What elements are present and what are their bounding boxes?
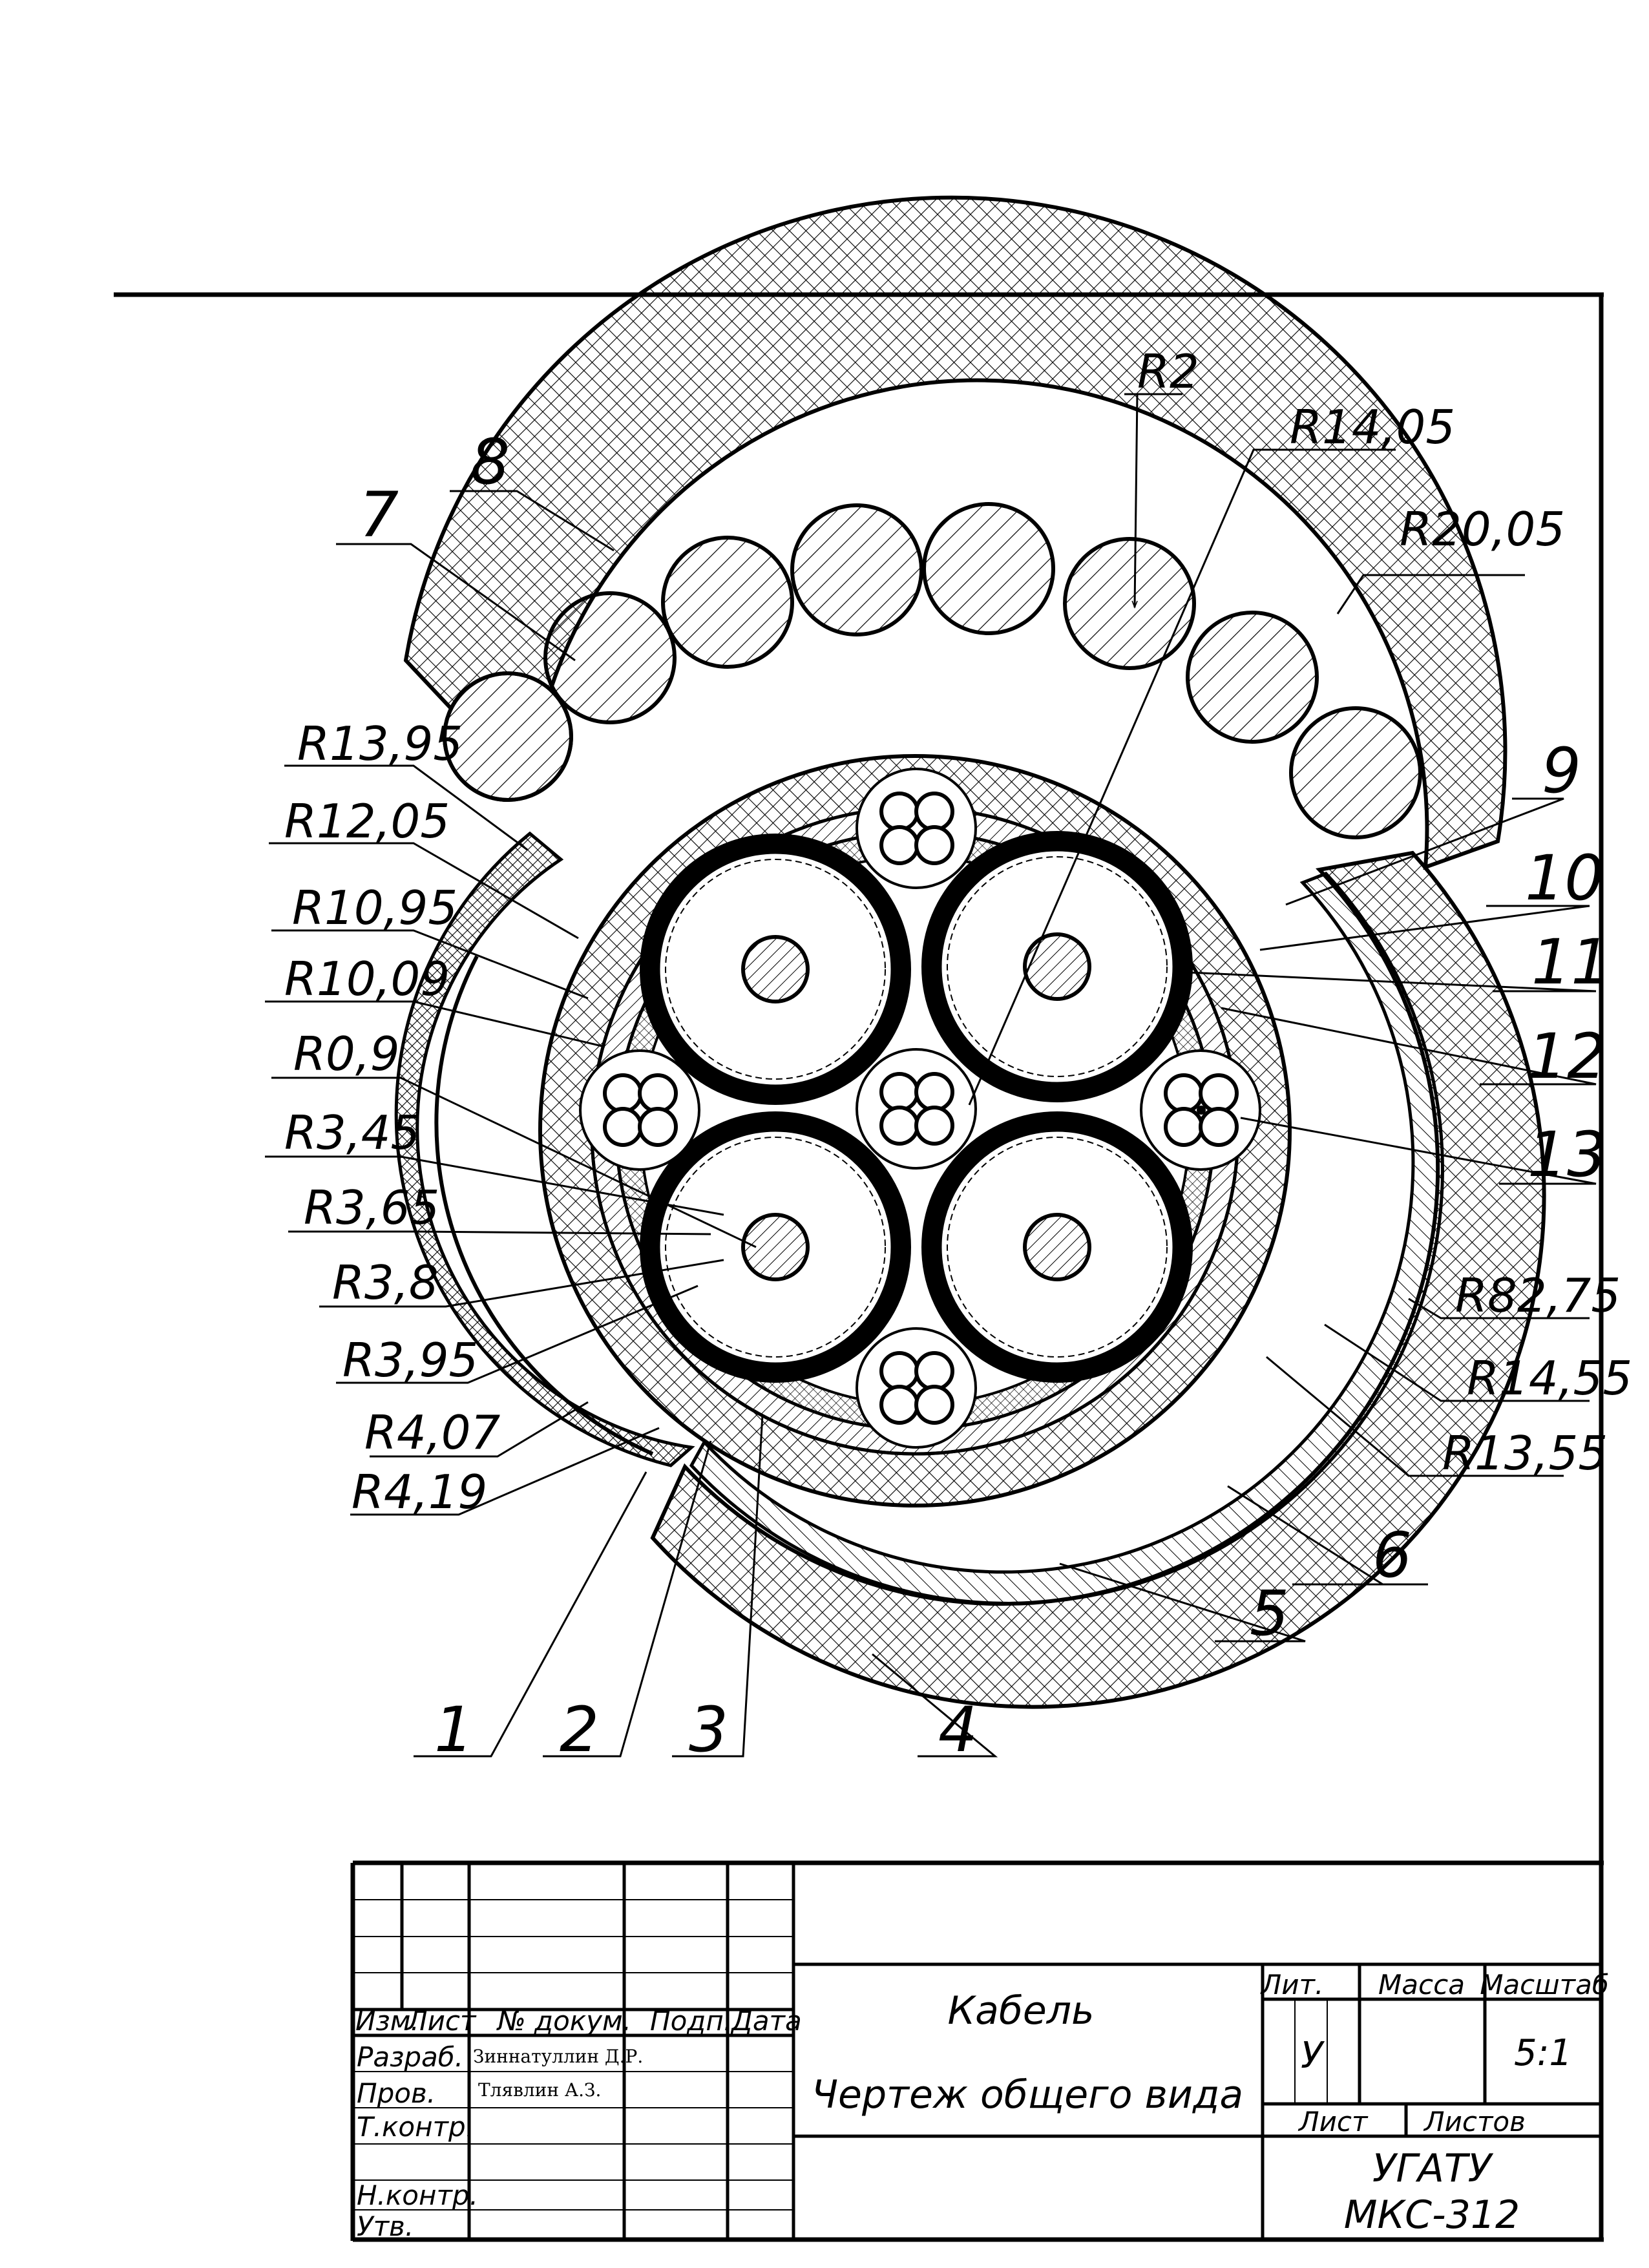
radius-r3-65: R3,65 <box>304 1181 439 1235</box>
title-block: Изм. Лист № докум. Подп. Дата Разраб. Пр… <box>353 1863 1609 2242</box>
signal-bundles <box>579 768 1261 1449</box>
role-nkontr: Н.контр. <box>357 2179 478 2211</box>
callout-10: 10 <box>1525 842 1604 914</box>
callout-11: 11 <box>1531 926 1610 998</box>
title-block-grid <box>353 1863 1601 2240</box>
massa-label: Масса <box>1378 1969 1465 2000</box>
callout-2: 2 <box>560 1694 599 1766</box>
radius-r14-05: R14,05 <box>1290 400 1455 454</box>
radius-r4-07: R4,07 <box>364 1405 501 1460</box>
power-cores <box>640 831 1193 1383</box>
radius-r3-45: R3,45 <box>284 1106 420 1160</box>
bundle-left <box>579 1049 700 1171</box>
left-dense-sheath <box>394 831 695 1467</box>
callout-13: 13 <box>1528 1118 1606 1191</box>
drawing-title: Кабель <box>948 1988 1095 2033</box>
armour-wires <box>443 502 1422 839</box>
callout-6: 6 <box>1372 1519 1412 1591</box>
role-utv: Утв. <box>357 2210 414 2242</box>
radius-r12-05: R12,05 <box>284 794 450 848</box>
core-bottom-right <box>921 1111 1193 1383</box>
name-razrab: Зиннатуллин Д.Р. <box>473 2046 643 2067</box>
cable-cross-section <box>394 195 1546 1709</box>
masshtab-label: Масштаб <box>1480 1969 1609 2000</box>
bundle-right <box>1140 1049 1261 1171</box>
role-razrab: Разраб. <box>357 2041 463 2073</box>
core-top-right <box>921 831 1193 1102</box>
radius-r2: R2 <box>1137 344 1199 399</box>
radius-r10-95: R10,95 <box>292 881 457 935</box>
header-doc: № докум. <box>496 2005 631 2037</box>
callout-9: 9 <box>1542 735 1581 807</box>
callout-numbers: 1 2 3 4 5 6 7 8 9 10 11 12 13 <box>359 426 1610 1766</box>
radius-r14-55: R14,55 <box>1467 1351 1632 1405</box>
callout-4: 4 <box>938 1694 978 1766</box>
header-data: Дата <box>730 2005 802 2037</box>
radius-r10-09: R10,09 <box>284 952 450 1006</box>
radius-labels: R2 R14,05 R20,05 R13,95 R12,05 R10,95 R1… <box>284 344 1632 1519</box>
radius-r13-95: R13,95 <box>297 717 463 771</box>
sheets-label: Листов <box>1423 2106 1526 2137</box>
callout-1: 1 <box>434 1694 474 1766</box>
radius-r0-9: R0,9 <box>293 1027 400 1081</box>
group-code: МКС-312 <box>1344 2192 1520 2238</box>
tape-layer-5 <box>689 872 1444 1605</box>
bundle-top <box>856 768 977 889</box>
radius-r82-75: R82,75 <box>1455 1268 1621 1323</box>
bundle-center <box>856 1048 977 1170</box>
lit-label: Лит. <box>1260 1969 1324 2000</box>
name-prov: Тлявлин А.З. <box>478 2079 601 2101</box>
drawing-subtitle: Чертеж общего вида <box>812 2072 1243 2117</box>
radius-r3-95: R3,95 <box>342 1333 478 1387</box>
organization: УГАТУ <box>1372 2146 1494 2191</box>
callout-12: 12 <box>1528 1020 1606 1093</box>
header-izm: Изм. <box>355 2005 419 2037</box>
radius-r13-55: R13,55 <box>1442 1426 1608 1480</box>
lit-value: У <box>1301 2035 1325 2077</box>
leader-lines <box>265 393 1597 1758</box>
callout-3: 3 <box>689 1694 728 1766</box>
header-list: Лист <box>406 2005 477 2037</box>
radius-r3-8: R3,8 <box>332 1255 439 1310</box>
callout-7: 7 <box>359 479 399 551</box>
outer-sheath-arc <box>403 195 1507 870</box>
role-prov: Пров. <box>357 2077 436 2109</box>
callout-5: 5 <box>1250 1577 1289 1650</box>
radius-r4-19: R4,19 <box>352 1465 487 1519</box>
scale-value: 5:1 <box>1514 2032 1572 2074</box>
core-bottom-left <box>640 1111 911 1383</box>
sheet-label: Лист <box>1297 2106 1369 2137</box>
callout-8: 8 <box>470 426 510 498</box>
radius-r20-05: R20,05 <box>1400 502 1565 556</box>
role-tkontr: Т.контр. <box>357 2111 474 2143</box>
core-top-left <box>640 834 911 1105</box>
header-podp: Подп. <box>650 2005 732 2037</box>
bundle-bottom <box>856 1327 977 1449</box>
